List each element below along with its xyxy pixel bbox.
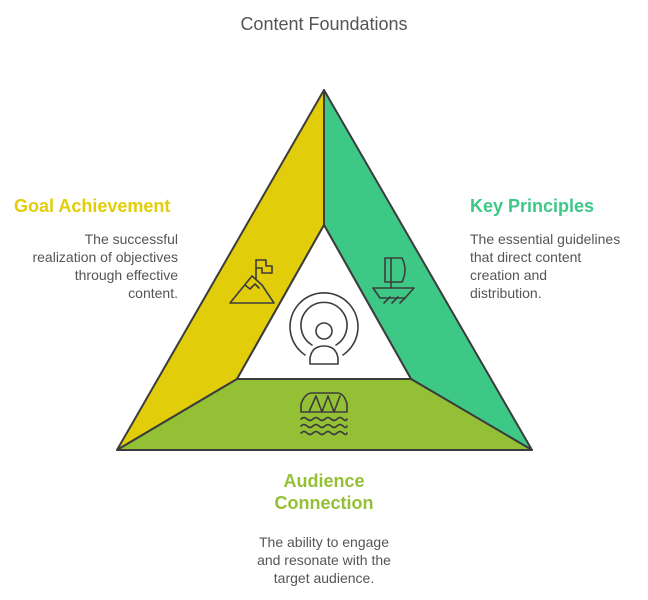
broadcast-person-icon [289, 292, 359, 365]
audience-heading: Audience Connection [274, 471, 374, 513]
diagram-title: Content Foundations [240, 14, 408, 34]
mountain-flag-icon [229, 259, 275, 304]
sailboat-icon [372, 257, 415, 304]
goal-description: The successful realization of objectives… [32, 231, 178, 301]
key-description: The essential guidelines that direct con… [470, 231, 621, 301]
bridge-icon [300, 392, 348, 436]
goal-heading: Goal Achievement [14, 196, 171, 216]
key-heading: Key Principles [470, 196, 595, 216]
audience-description: The ability to engage and resonate with … [257, 534, 391, 586]
